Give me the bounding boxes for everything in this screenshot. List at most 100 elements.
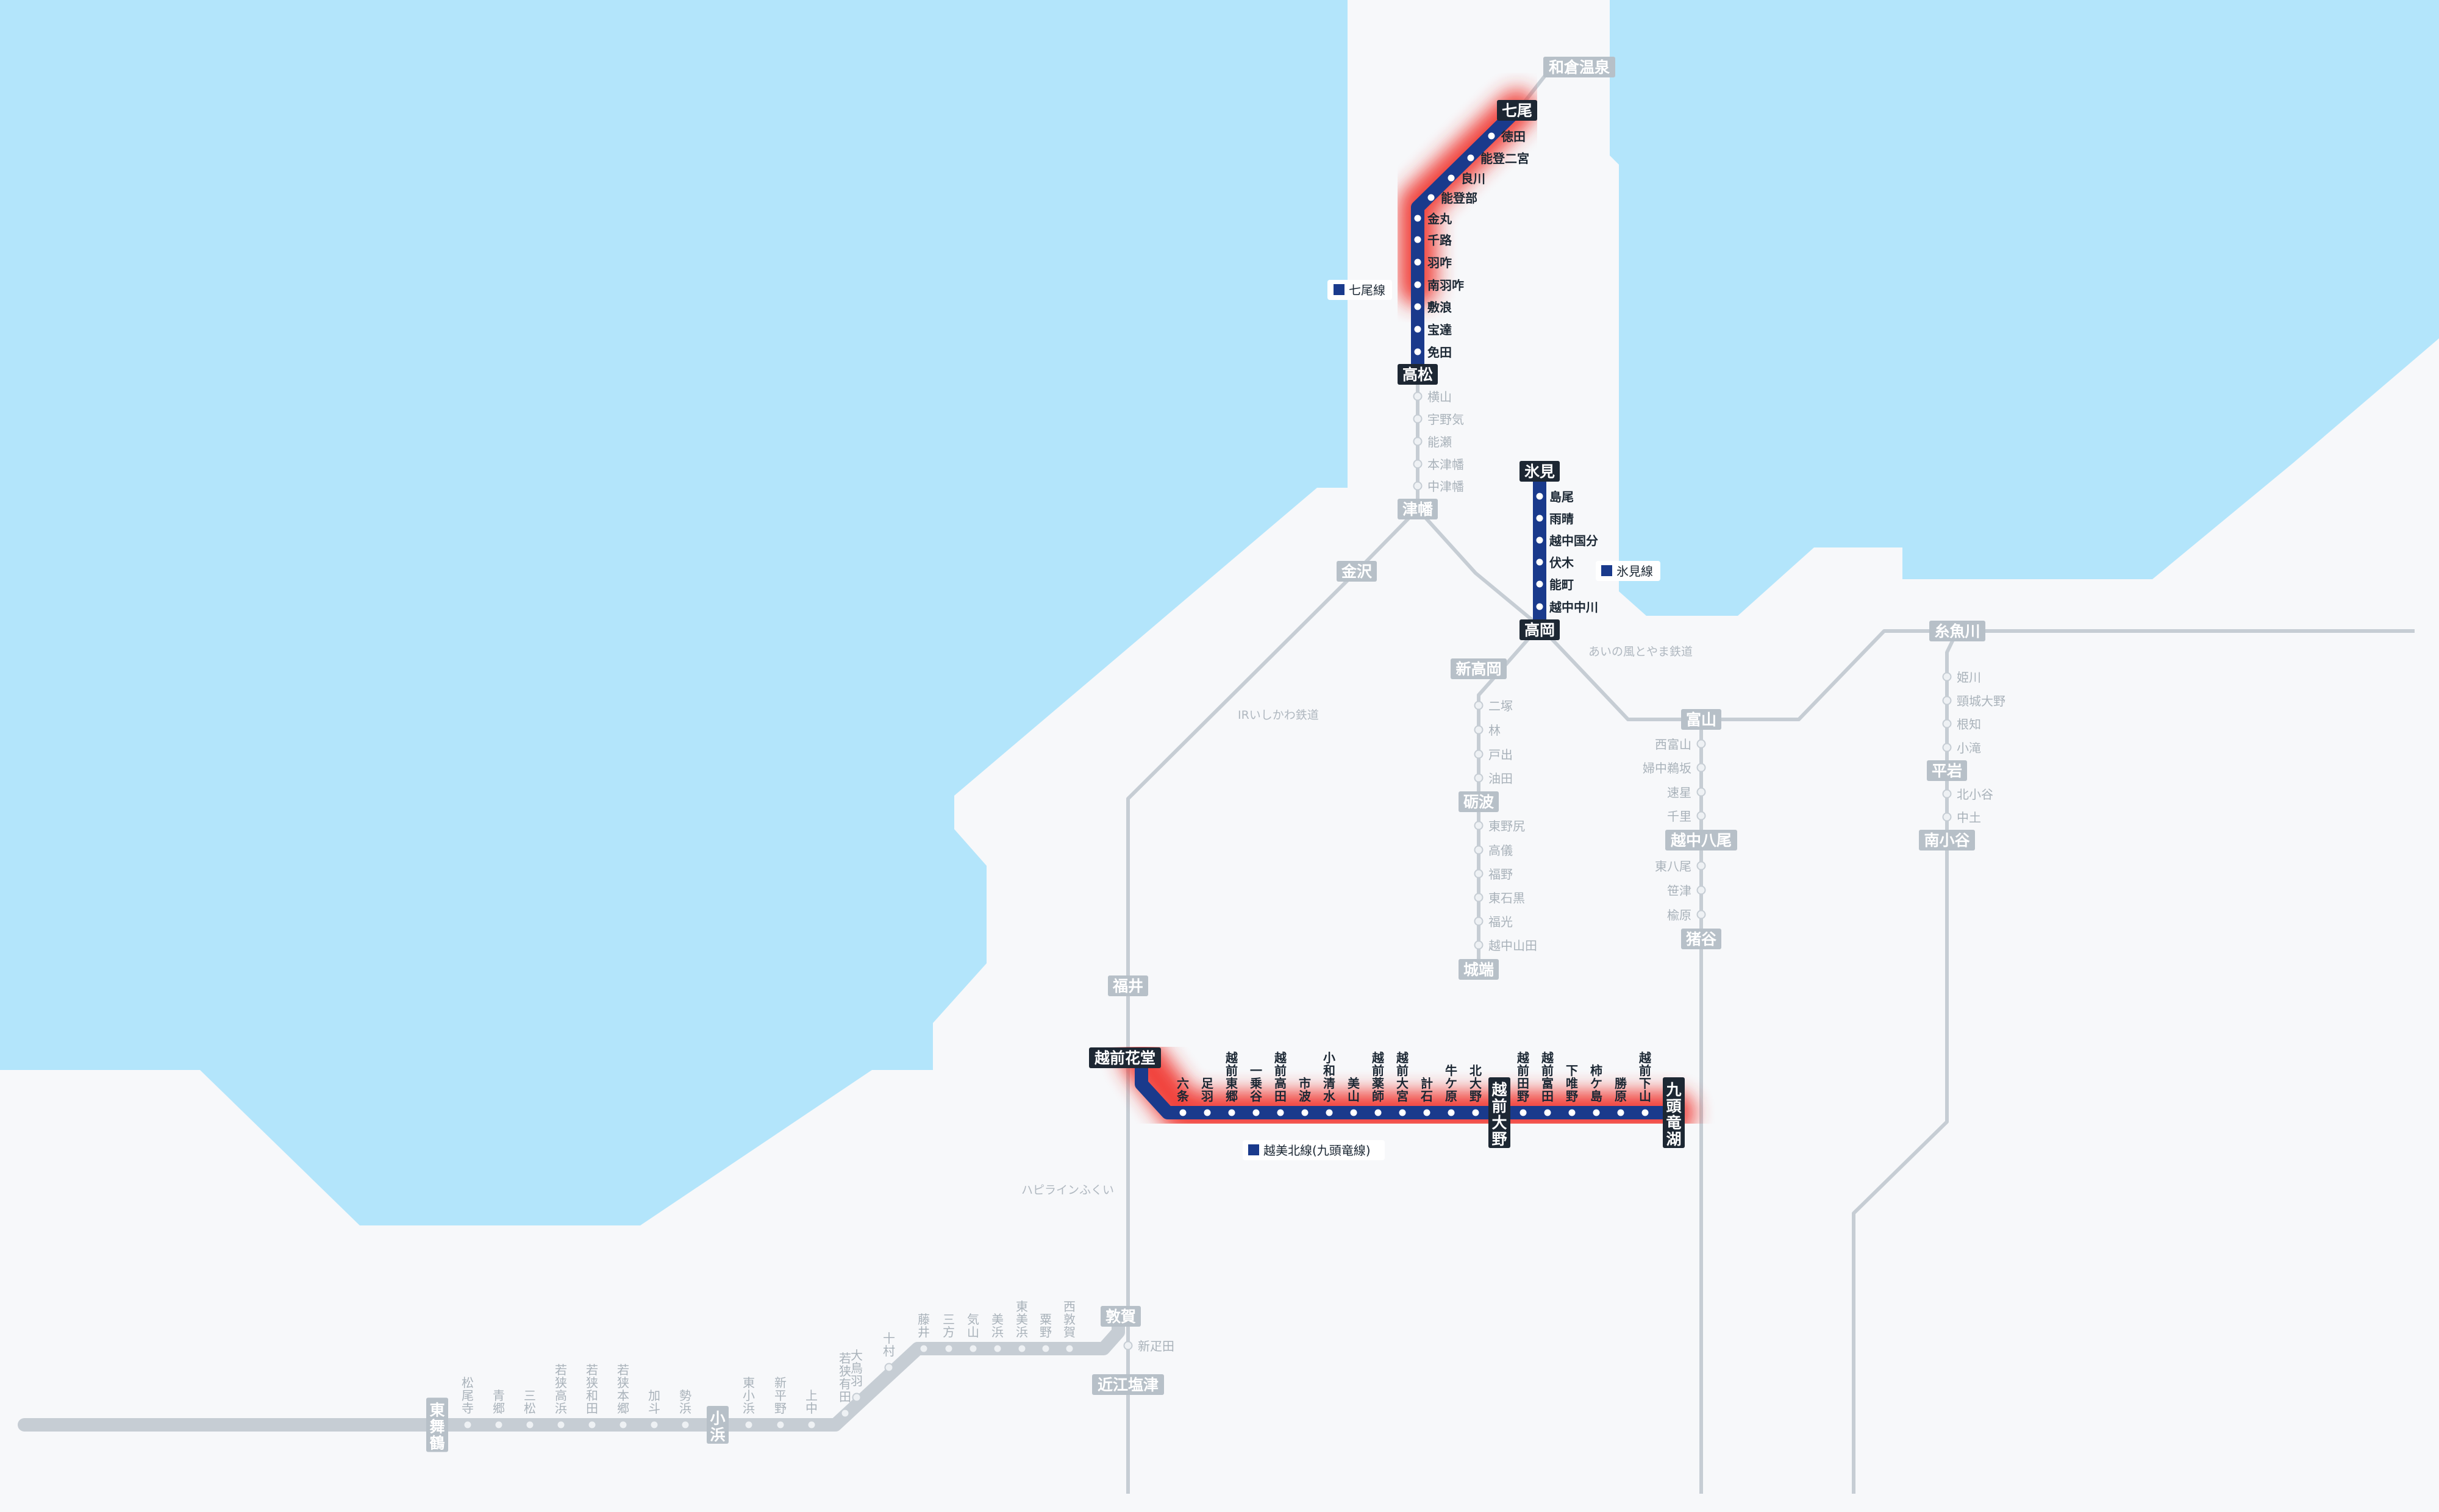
station-本津幡[interactable]: 本津幡 <box>1427 457 1464 472</box>
station-千里[interactable]: 千里 <box>1667 809 1691 824</box>
station-美山[interactable]: 美山 <box>1348 1076 1360 1104</box>
station-東八尾[interactable]: 東八尾 <box>1655 859 1691 874</box>
station-市波[interactable]: 市波 <box>1299 1076 1312 1104</box>
station-三松[interactable]: 三松 <box>524 1388 536 1416</box>
station-福光[interactable]: 福光 <box>1488 915 1513 929</box>
station-南羽咋[interactable]: 南羽咋 <box>1427 278 1464 293</box>
station-戸出[interactable]: 戸出 <box>1488 747 1513 762</box>
station-上中[interactable]: 上中 <box>805 1388 818 1416</box>
station-加斗[interactable]: 加斗 <box>648 1388 660 1416</box>
station-若狭本郷[interactable]: 若狭本郷 <box>617 1363 629 1416</box>
hub-氷見[interactable]: 氷見 <box>1519 461 1560 482</box>
station-免田[interactable]: 免田 <box>1427 345 1452 360</box>
hub-平岩[interactable]: 平岩 <box>1927 760 1967 781</box>
hub-越前花堂[interactable]: 越前花堂 <box>1089 1047 1161 1068</box>
station-若狭有田[interactable]: 若狭有田 <box>839 1351 851 1404</box>
station-笹津[interactable]: 笹津 <box>1667 883 1691 898</box>
hub-和倉温泉[interactable]: 和倉温泉 <box>1543 57 1615 77</box>
station-西敦賀[interactable]: 西敦賀 <box>1063 1299 1076 1339</box>
station-大鳥羽[interactable]: 大鳥羽 <box>851 1348 863 1388</box>
station-越前高田[interactable]: 越前高田 <box>1274 1050 1287 1104</box>
station-良川[interactable]: 良川 <box>1461 171 1485 186</box>
hub-糸魚川[interactable]: 糸魚川 <box>1929 621 1985 641</box>
hub-新高岡[interactable]: 新高岡 <box>1451 658 1507 679</box>
station-勝原[interactable]: 勝原 <box>1615 1076 1627 1104</box>
station-中土[interactable]: 中土 <box>1957 810 1981 825</box>
station-足羽[interactable]: 足羽 <box>1201 1076 1214 1104</box>
station-羽咋[interactable]: 羽咋 <box>1427 255 1452 270</box>
station-島尾[interactable]: 島尾 <box>1549 490 1574 504</box>
station-東美浜[interactable]: 東美浜 <box>1016 1299 1028 1339</box>
hub-高岡[interactable]: 高岡 <box>1519 619 1560 640</box>
station-松尾寺[interactable]: 松尾寺 <box>462 1375 474 1416</box>
hub-敦賀[interactable]: 敦賀 <box>1101 1306 1141 1327</box>
hub-津幡[interactable]: 津幡 <box>1398 499 1438 519</box>
station-雨晴[interactable]: 雨晴 <box>1549 512 1574 526</box>
station-越中山田[interactable]: 越中山田 <box>1488 938 1537 953</box>
station-勢浜[interactable]: 勢浜 <box>679 1388 691 1416</box>
line-label-himi[interactable]: 氷見線 <box>1596 561 1660 581</box>
station-根知[interactable]: 根知 <box>1957 717 1981 732</box>
station-西富山[interactable]: 西富山 <box>1655 737 1691 752</box>
hub-猪谷[interactable]: 猪谷 <box>1681 929 1721 949</box>
hub-南小谷[interactable]: 南小谷 <box>1919 830 1975 850</box>
station-横山[interactable]: 横山 <box>1427 390 1452 404</box>
station-新疋田[interactable]: 新疋田 <box>1138 1339 1174 1353</box>
hub-小浜[interactable]: 小浜 <box>707 1406 729 1444</box>
station-東野尻[interactable]: 東野尻 <box>1488 819 1525 833</box>
line-label-etsumihoku[interactable]: 越美北線(九頭竜線) <box>1243 1140 1385 1160</box>
station-宝達[interactable]: 宝達 <box>1427 323 1452 337</box>
station-越前東郷[interactable]: 越前東郷 <box>1225 1050 1238 1104</box>
station-林[interactable]: 林 <box>1488 723 1501 738</box>
station-北小谷[interactable]: 北小谷 <box>1957 787 1993 802</box>
station-福野[interactable]: 福野 <box>1488 867 1513 882</box>
station-能町[interactable]: 能町 <box>1549 577 1574 592</box>
station-粟野[interactable]: 粟野 <box>1040 1312 1052 1339</box>
station-東小浜[interactable]: 東小浜 <box>743 1375 755 1416</box>
station-美浜[interactable]: 美浜 <box>991 1312 1004 1339</box>
station-越中国分[interactable]: 越中国分 <box>1549 533 1598 548</box>
station-伏木[interactable]: 伏木 <box>1549 555 1574 570</box>
hub-福井[interactable]: 福井 <box>1108 975 1148 996</box>
station-中津幡[interactable]: 中津幡 <box>1427 479 1464 494</box>
station-計石[interactable]: 計石 <box>1420 1076 1433 1104</box>
station-宇野気[interactable]: 宇野気 <box>1427 412 1464 427</box>
station-柿ケ島[interactable]: 柿ケ島 <box>1590 1063 1602 1104</box>
station-小和清水[interactable]: 小和清水 <box>1323 1050 1336 1104</box>
station-二塚[interactable]: 二塚 <box>1488 699 1513 713</box>
station-敷浪[interactable]: 敷浪 <box>1427 300 1452 315</box>
hub-越前大野[interactable]: 越前大野 <box>1488 1077 1510 1148</box>
hub-金沢[interactable]: 金沢 <box>1337 561 1377 582</box>
station-姫川[interactable]: 姫川 <box>1957 670 1981 685</box>
station-千路[interactable]: 千路 <box>1427 233 1452 248</box>
station-速星[interactable]: 速星 <box>1667 785 1691 800</box>
hub-城端[interactable]: 城端 <box>1459 959 1499 980</box>
station-新平野[interactable]: 新平野 <box>774 1375 787 1416</box>
station-徳田[interactable]: 徳田 <box>1501 129 1526 144</box>
station-高儀[interactable]: 高儀 <box>1488 843 1513 858</box>
hub-近江塩津[interactable]: 近江塩津 <box>1092 1374 1164 1395</box>
station-越前田野[interactable]: 越前田野 <box>1516 1050 1530 1104</box>
station-十村[interactable]: 十村 <box>883 1331 895 1358</box>
station-気山[interactable]: 気山 <box>967 1312 979 1339</box>
station-東石黒[interactable]: 東石黒 <box>1488 891 1525 905</box>
station-越前大宮[interactable]: 越前大宮 <box>1396 1050 1409 1104</box>
station-藤井[interactable]: 藤井 <box>918 1312 930 1339</box>
station-越中中川[interactable]: 越中中川 <box>1549 600 1598 615</box>
station-頸城大野[interactable]: 頸城大野 <box>1957 694 2005 708</box>
line-label-nanao[interactable]: 七尾線 <box>1327 280 1392 300</box>
station-婦中鵜坂[interactable]: 婦中鵜坂 <box>1643 761 1691 776</box>
station-金丸[interactable]: 金丸 <box>1427 212 1452 226</box>
hub-高松[interactable]: 高松 <box>1398 364 1438 385</box>
station-油田[interactable]: 油田 <box>1488 771 1513 786</box>
station-北大野[interactable]: 北大野 <box>1469 1063 1482 1104</box>
station-越前薬師[interactable]: 越前薬師 <box>1371 1050 1385 1104</box>
station-下唯野[interactable]: 下唯野 <box>1566 1063 1578 1104</box>
station-三方[interactable]: 三方 <box>943 1312 955 1339</box>
station-若狭和田[interactable]: 若狭和田 <box>586 1363 598 1416</box>
hub-越中八尾[interactable]: 越中八尾 <box>1665 830 1737 850</box>
station-楡原[interactable]: 楡原 <box>1667 908 1691 922</box>
station-牛ケ原[interactable]: 牛ケ原 <box>1445 1063 1457 1104</box>
hub-東舞鶴[interactable]: 東舞鶴 <box>426 1397 448 1452</box>
station-能瀬[interactable]: 能瀬 <box>1427 435 1452 449</box>
